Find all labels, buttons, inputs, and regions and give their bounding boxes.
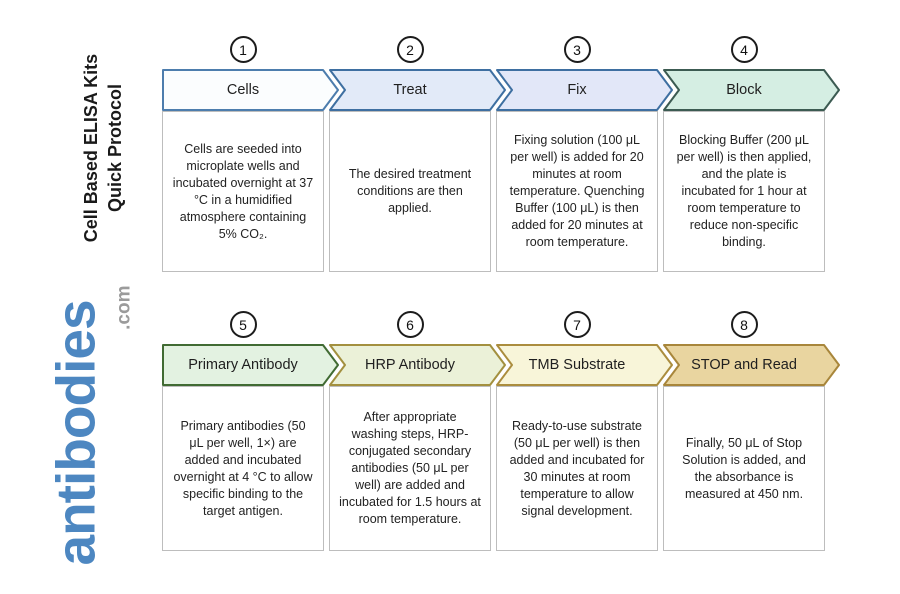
step-description-box: Cells are seeded into microplate wells a… [162, 111, 324, 272]
step-description-box: Primary antibodies (50 μL per well, 1×) … [162, 386, 324, 551]
step-description-box: Finally, 50 μL of Stop Solution is added… [663, 386, 825, 551]
step-description-box: The desired treatment conditions are the… [329, 111, 491, 272]
step-arrow: Primary Antibody [162, 344, 339, 386]
step-description: Finally, 50 μL of Stop Solution is added… [682, 435, 806, 501]
step-number: 5 [239, 316, 247, 333]
step-description-box: Ready-to-use substrate (50 μL per well) … [496, 386, 658, 551]
step-number-badge: 3 [563, 36, 591, 63]
flow-row-1: 1 Cells Cells are seeded into microplate… [162, 36, 840, 272]
step-description: Primary antibodies (50 μL per well, 1×) … [173, 418, 313, 518]
step-column-5: 5 Primary Antibody Primary antibodies (5… [162, 311, 339, 551]
step-number: 4 [740, 41, 748, 58]
step-column-7: 7 TMB Substrate Ready-to-use substrate (… [496, 311, 673, 551]
step-description: The desired treatment conditions are the… [348, 167, 472, 215]
step-number: 2 [406, 41, 414, 58]
step-column-3: 3 Fix Fixing solution (100 μL per well) … [496, 36, 673, 272]
step-description: Cells are seeded into microplate wells a… [172, 141, 314, 241]
step-arrow: Block [663, 69, 840, 111]
step-arrow: Cells [162, 69, 339, 111]
flow-row-2: 5 Primary Antibody Primary antibodies (5… [162, 311, 840, 551]
step-number: 6 [406, 316, 414, 333]
step-label: TMB Substrate [528, 357, 626, 373]
step-number: 8 [740, 316, 748, 333]
step-description-box: Fixing solution (100 μL per well) is add… [496, 111, 658, 272]
step-number: 1 [239, 41, 247, 58]
step-arrow: Treat [329, 69, 506, 111]
step-arrow: Fix [496, 69, 673, 111]
step-description: Fixing solution (100 μL per well) is add… [509, 133, 645, 249]
step-number-badge: 2 [396, 36, 424, 63]
step-arrow: STOP and Read [663, 344, 840, 386]
step-arrow: HRP Antibody [329, 344, 506, 386]
sidebar-title-line1: Cell Based ELISA Kits [80, 53, 101, 243]
step-column-6: 6 HRP Antibody After appropriate washing… [329, 311, 506, 551]
step-description-box: Blocking Buffer (200 μL per well) is the… [663, 111, 825, 272]
step-label: Cells [226, 82, 260, 98]
step-description-box: After appropriate washing steps, HRP-con… [329, 386, 491, 551]
step-column-2: 2 Treat The desired treatment conditions… [329, 36, 506, 272]
step-number-badge: 5 [229, 311, 257, 338]
step-column-4: 4 Block Blocking Buffer (200 μL per well… [663, 36, 840, 272]
step-description: Ready-to-use substrate (50 μL per well) … [509, 418, 645, 518]
logo-suffix: .com [113, 285, 135, 330]
step-column-8: 8 STOP and Read Finally, 50 μL of Stop S… [663, 311, 840, 551]
step-column-1: 1 Cells Cells are seeded into microplate… [162, 36, 339, 272]
step-number: 3 [573, 41, 581, 58]
brand-logo: antibodies .com [45, 285, 140, 566]
step-label: Block [726, 82, 762, 98]
step-description: After appropriate washing steps, HRP-con… [339, 410, 481, 526]
logo-text: antibodies [44, 300, 107, 566]
step-number-badge: 7 [563, 311, 591, 338]
step-label: Treat [393, 82, 427, 98]
sidebar-title-line2: Quick Protocol [105, 83, 125, 213]
sidebar-title: Cell Based ELISA Kits Quick Protocol [76, 38, 130, 258]
step-label: Fix [567, 82, 587, 98]
step-number-badge: 6 [396, 311, 424, 338]
step-label: STOP and Read [691, 357, 797, 373]
step-number-badge: 1 [229, 36, 257, 63]
step-label: Primary Antibody [188, 357, 298, 373]
step-description: Blocking Buffer (200 μL per well) is the… [676, 133, 812, 249]
step-number: 7 [573, 316, 581, 333]
step-label: HRP Antibody [364, 357, 455, 373]
step-number-badge: 4 [730, 36, 758, 63]
step-arrow: TMB Substrate [496, 344, 673, 386]
step-number-badge: 8 [730, 311, 758, 338]
